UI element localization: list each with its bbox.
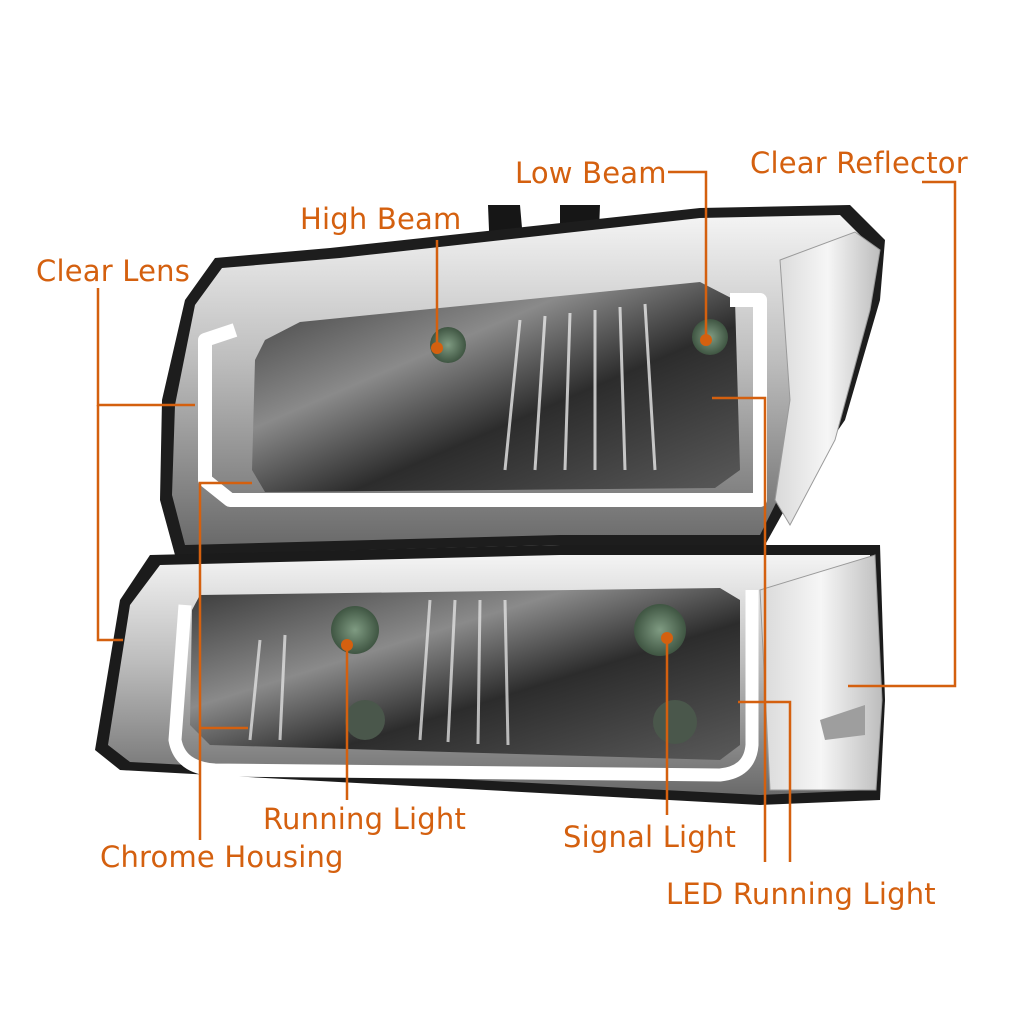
- running-light-label: Running Light: [263, 802, 467, 836]
- led-running-light-label: LED Running Light: [666, 877, 936, 911]
- callout-lines: [96, 170, 957, 862]
- chrome-housing-label: Chrome Housing: [100, 840, 344, 874]
- low-beam-dot: [700, 334, 712, 346]
- running-light-dot: [341, 639, 353, 651]
- high-beam-label: High Beam: [300, 202, 462, 236]
- lower-bumper-lamp: [95, 545, 885, 805]
- clear-reflector-label: Clear Reflector: [750, 146, 968, 180]
- low-beam-label: Low Beam: [515, 156, 667, 190]
- callout-dots: [341, 334, 712, 651]
- upper-headlamp: [160, 205, 885, 555]
- high-beam-dot: [431, 342, 443, 354]
- signal-light-label: Signal Light: [563, 820, 737, 854]
- signal-light-dot: [661, 632, 673, 644]
- clear-lens-label: Clear Lens: [36, 254, 191, 288]
